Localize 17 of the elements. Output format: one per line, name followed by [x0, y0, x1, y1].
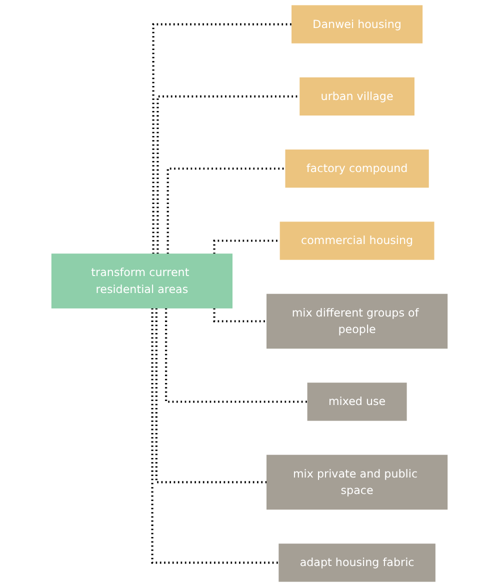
- node-box: urban village: [300, 77, 414, 116]
- node-box: mixed use: [307, 382, 407, 421]
- node-box: mix different groups of people: [266, 294, 448, 349]
- connector: [213, 308, 267, 322]
- node-box: commercial housing: [280, 222, 434, 260]
- node-box: Danwei housing: [292, 5, 423, 44]
- connector: [151, 308, 279, 564]
- connector: [156, 95, 300, 254]
- connector: [165, 308, 308, 403]
- node-box: adapt housing fabric: [278, 544, 436, 582]
- connector: [152, 23, 292, 254]
- connector: [213, 240, 280, 254]
- node-box: transform current residential areas: [51, 254, 232, 308]
- node-box: factory compound: [285, 150, 429, 188]
- node-box: mix private and public space: [266, 454, 448, 510]
- connector: [166, 168, 286, 254]
- connector: [155, 308, 267, 484]
